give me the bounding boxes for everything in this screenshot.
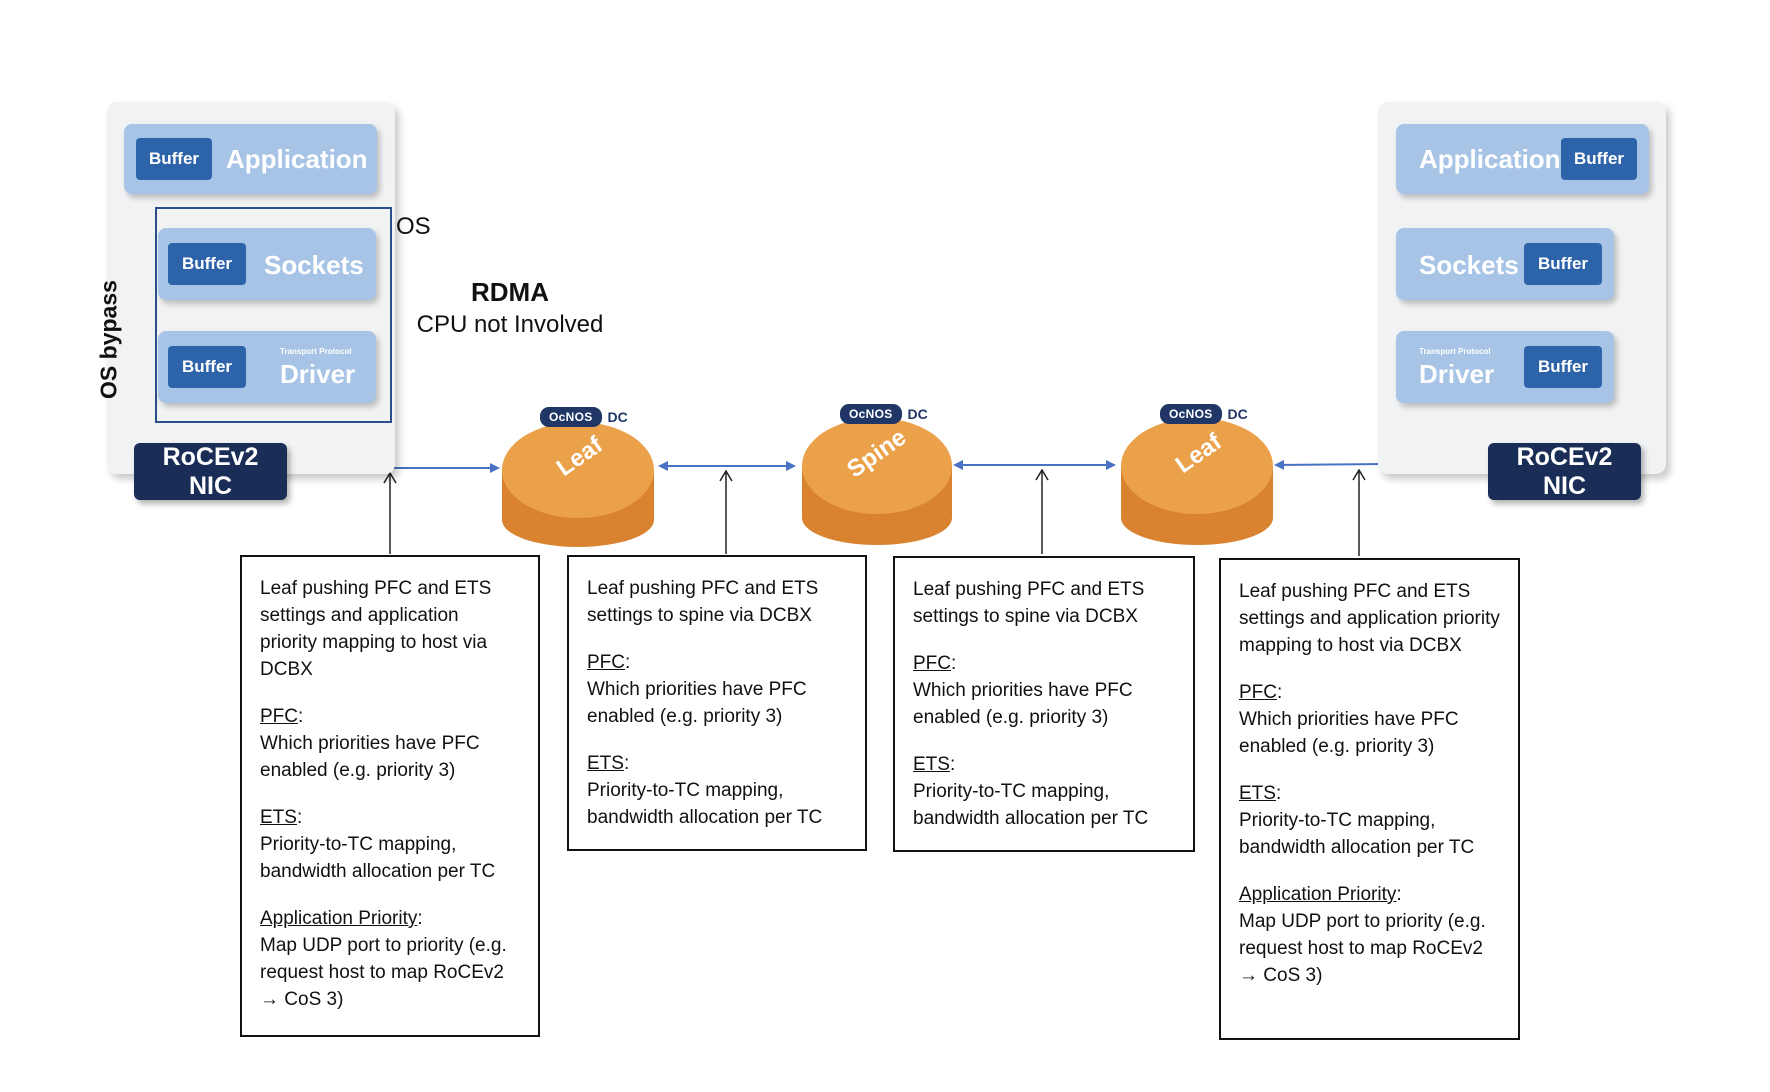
- app-priority-title: Application Priority: [260, 908, 418, 929]
- ocnos-logo: OcNOS: [840, 404, 902, 424]
- left-driver-layer: Buffer Transport Protocol Driver: [158, 331, 376, 403]
- ets-text: Priority-to-TC mapping, bandwidth alloca…: [1239, 810, 1475, 858]
- ets-title: ETS: [260, 807, 297, 828]
- ets-text: Priority-to-TC mapping, bandwidth alloca…: [913, 781, 1149, 829]
- ocnos-tag-spine: OcNOS DC: [840, 404, 928, 424]
- left-nic-line1: RoCEv2: [162, 442, 259, 471]
- left-sockets-layer: Buffer Sockets: [158, 228, 376, 300]
- right-sockets-buffer: Buffer: [1524, 243, 1602, 285]
- ocnos-logo: OcNOS: [1160, 404, 1222, 424]
- box-pfc-section: PFC:Which priorities have PFC enabled (e…: [587, 652, 807, 727]
- left-driver-buffer: Buffer: [168, 346, 246, 388]
- ocnos-tag-leaf-right: OcNOS DC: [1160, 404, 1248, 424]
- pfc-title: PFC: [260, 706, 298, 727]
- right-driver-buffer: Buffer: [1524, 346, 1602, 388]
- rdma-title: RDMA: [471, 277, 549, 307]
- os-boundary-box: [155, 207, 392, 423]
- left-application-label: Application: [226, 144, 368, 174]
- info-box-leaf-to-host-right: Leaf pushing PFC and ETS settings and ap…: [1219, 558, 1520, 1040]
- box-intro: Leaf pushing PFC and ETS settings to spi…: [913, 579, 1145, 627]
- ocnos-logo: OcNOS: [540, 407, 602, 427]
- dc-label: DC: [907, 406, 928, 422]
- left-application-buffer: Buffer: [136, 138, 212, 180]
- ets-title: ETS: [1239, 783, 1276, 804]
- box-ets-section: ETS:Priority-to-TC mapping, bandwidth al…: [1239, 783, 1475, 858]
- box-ets-section: ETS:Priority-to-TC mapping, bandwidth al…: [260, 807, 496, 882]
- box-pfc-section: PFC:Which priorities have PFC enabled (e…: [1239, 682, 1459, 757]
- left-sockets-buffer: Buffer: [168, 243, 246, 285]
- ets-text: Priority-to-TC mapping, bandwidth alloca…: [260, 834, 496, 882]
- box-app-priority-section: Application Priority:Map UDP port to pri…: [1239, 884, 1486, 986]
- dc-label: DC: [607, 409, 628, 425]
- left-driver-label: Driver: [280, 359, 356, 389]
- right-sockets-label: Sockets: [1419, 250, 1519, 280]
- info-box-leaf-to-spine-right: Leaf pushing PFC and ETS settings to spi…: [893, 556, 1195, 852]
- right-transport-protocol-label: Transport Protocol: [1419, 347, 1491, 356]
- pfc-text: Which priorities have PFC enabled (e.g. …: [913, 680, 1133, 728]
- info-box-leaf-to-spine-left: Leaf pushing PFC and ETS settings to spi…: [567, 555, 867, 851]
- right-driver-layer: Transport Protocol Driver Buffer: [1396, 331, 1614, 403]
- left-transport-protocol-label: Transport Protocol: [280, 347, 352, 356]
- switch-leaf-right: [1121, 418, 1273, 545]
- left-nic-line2: NIC: [188, 471, 233, 500]
- pfc-title: PFC: [1239, 682, 1277, 703]
- right-application-buffer: Buffer: [1561, 138, 1637, 180]
- info-box-leaf-to-host-left: Leaf pushing PFC and ETS settings and ap…: [240, 555, 540, 1037]
- switch-leaf-left: [502, 422, 654, 547]
- pfc-title: PFC: [587, 652, 625, 673]
- right-application-layer: Application Buffer: [1396, 124, 1649, 194]
- box-intro: Leaf pushing PFC and ETS settings and ap…: [1239, 581, 1500, 656]
- rdma-subtitle: CPU not Involved: [416, 311, 604, 338]
- ets-text: Priority-to-TC mapping, bandwidth alloca…: [587, 780, 823, 828]
- switch-spine: [802, 418, 952, 545]
- right-driver-label: Driver: [1419, 359, 1495, 389]
- box-ets-section: ETS:Priority-to-TC mapping, bandwidth al…: [587, 753, 823, 828]
- os-bypass-label: OS bypass: [95, 280, 122, 399]
- left-sockets-label: Sockets: [264, 250, 364, 280]
- right-nic-line2: NIC: [1542, 471, 1587, 500]
- pfc-text: Which priorities have PFC enabled (e.g. …: [587, 679, 807, 727]
- dc-label: DC: [1227, 406, 1248, 422]
- ets-title: ETS: [587, 753, 624, 774]
- box-intro: Leaf pushing PFC and ETS settings and ap…: [260, 578, 492, 680]
- os-label: OS: [396, 213, 431, 240]
- pfc-title: PFC: [913, 653, 951, 674]
- ets-title: ETS: [913, 754, 950, 775]
- right-application-label: Application: [1419, 144, 1561, 174]
- box-pfc-section: PFC:Which priorities have PFC enabled (e…: [913, 653, 1133, 728]
- box-intro: Leaf pushing PFC and ETS settings to spi…: [587, 578, 819, 626]
- ocnos-tag-leaf-left: OcNOS DC: [540, 407, 628, 427]
- right-rocev2-nic: RoCEv2 NIC: [1488, 443, 1641, 500]
- app-priority-text: Map UDP port to priority (e.g. request h…: [1239, 911, 1486, 986]
- right-sockets-layer: Sockets Buffer: [1396, 228, 1614, 300]
- app-priority-text: Map UDP port to priority (e.g. request h…: [260, 935, 507, 1010]
- left-application-layer: Buffer Application: [124, 124, 377, 194]
- box-app-priority-section: Application Priority:Map UDP port to pri…: [260, 908, 507, 1010]
- pfc-text: Which priorities have PFC enabled (e.g. …: [260, 733, 480, 781]
- box-pfc-section: PFC:Which priorities have PFC enabled (e…: [260, 706, 480, 781]
- box-ets-section: ETS:Priority-to-TC mapping, bandwidth al…: [913, 754, 1149, 829]
- pfc-text: Which priorities have PFC enabled (e.g. …: [1239, 709, 1459, 757]
- right-nic-line1: RoCEv2: [1516, 442, 1613, 471]
- app-priority-title: Application Priority: [1239, 884, 1397, 905]
- left-rocev2-nic: RoCEv2 NIC: [134, 443, 287, 500]
